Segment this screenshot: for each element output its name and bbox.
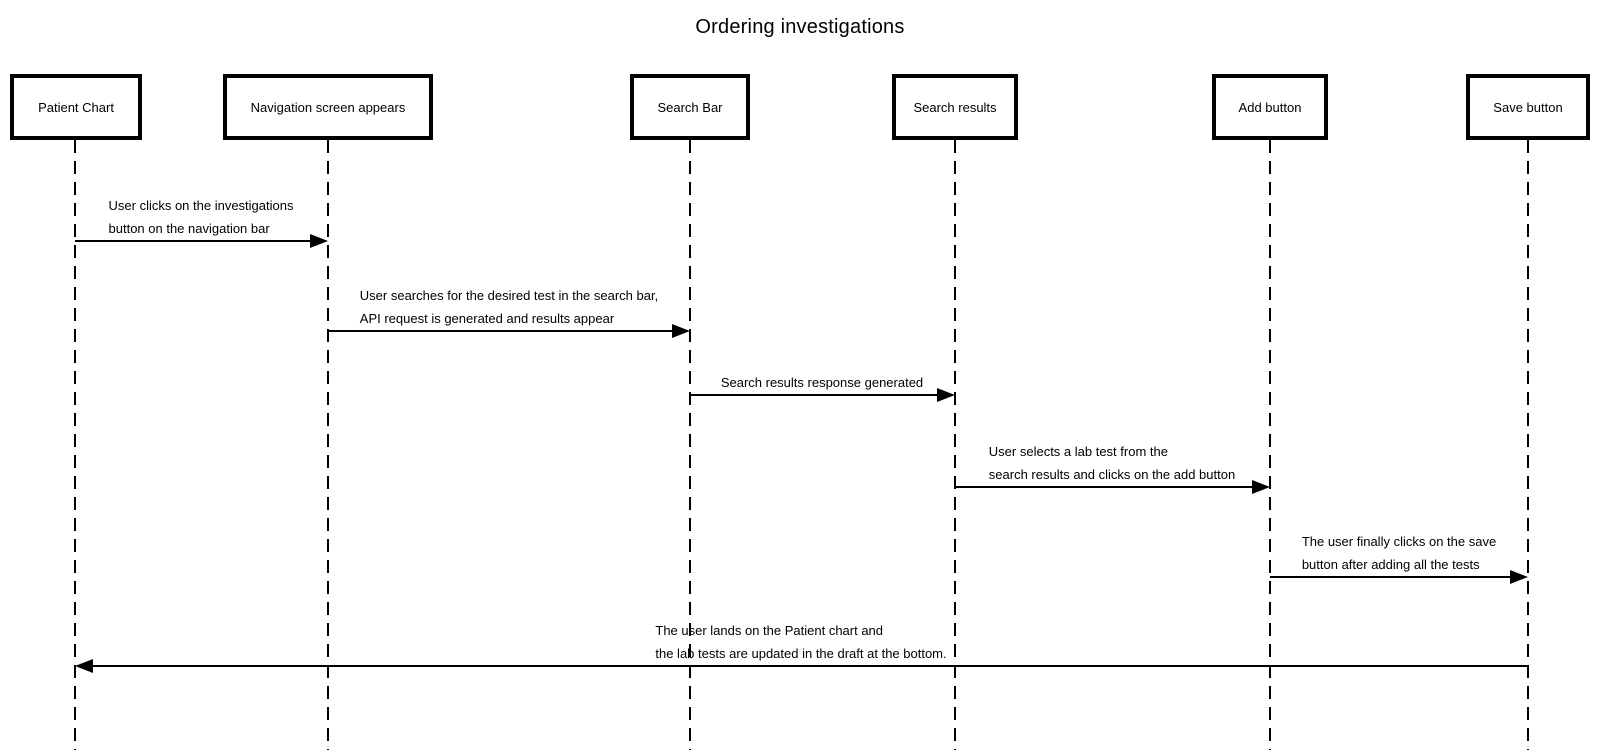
message-1-label: User clicks on the investigations button… [109,194,294,240]
message-6-label: The user lands on the Patient chart and … [655,619,946,665]
message-3-arrow [690,387,955,403]
actor-box-add-button: Add button [1212,74,1328,140]
message-2-line-1: User searches for the desired test in th… [359,288,659,303]
arrowhead-right-icon [1510,570,1528,584]
message-4-line-1: User selects a lab test from the [988,444,1168,459]
message-5-arrow [1270,569,1528,585]
message-4-label: User selects a lab test from the search … [989,440,1235,486]
arrow-shaft [955,485,1255,488]
actor-box-search-results: Search results [892,74,1018,140]
message-2-arrow [328,323,690,339]
message-1-line-2: button on the navigation bar [108,221,270,236]
actor-box-search-bar: Search Bar [630,74,750,140]
message-5-line-1: The user finally clicks on the save [1301,534,1497,549]
message-4-arrow [955,479,1270,495]
message-2-line-2: API request is generated and results app… [359,311,615,326]
diagram-title: Ordering investigations [695,16,905,38]
actor-label: Navigation screen appears [250,99,406,115]
actor-box-navigation-screen: Navigation screen appears [223,74,433,140]
arrowhead-right-icon [937,388,955,402]
actor-label: Search results [913,99,997,115]
lifeline-save-button [1527,140,1529,750]
actor-label: Add button [1238,99,1302,115]
actor-box-save-button: Save button [1466,74,1590,140]
actor-label: Search Bar [657,99,723,115]
message-6-line-1: The user lands on the Patient chart and [655,623,884,638]
message-6-arrow [75,658,1528,674]
lifeline-search-results [954,140,956,750]
message-1-line-1: User clicks on the investigations [108,198,294,213]
arrowhead-right-icon [1252,480,1270,494]
message-5-label: The user finally clicks on the save butt… [1302,530,1496,576]
arrowhead-right-icon [310,234,328,248]
actor-label: Save button [1493,99,1563,115]
message-1-arrow [75,233,328,249]
message-5-line-2: button after adding all the tests [1301,557,1480,572]
message-6-line-2: the lab tests are updated in the draft a… [655,646,947,661]
message-3-label: Search results response generated [721,371,923,394]
arrow-shaft [75,239,313,242]
arrowhead-left-icon [75,659,93,673]
message-3-line-1: Search results response generated [720,375,924,390]
lifeline-search-bar [689,140,691,750]
actor-box-patient-chart: Patient Chart [10,74,142,140]
message-4-line-2: search results and clicks on the add but… [988,467,1236,482]
arrow-shaft [690,393,940,396]
lifeline-patient-chart [74,140,76,750]
lifeline-navigation-screen [327,140,329,750]
arrow-shaft [1270,575,1513,578]
arrowhead-right-icon [672,324,690,338]
lifeline-add-button [1269,140,1271,750]
arrow-shaft [90,664,1528,667]
actor-label: Patient Chart [38,99,114,115]
message-2-label: User searches for the desired test in th… [360,284,658,330]
arrow-shaft [328,329,675,332]
